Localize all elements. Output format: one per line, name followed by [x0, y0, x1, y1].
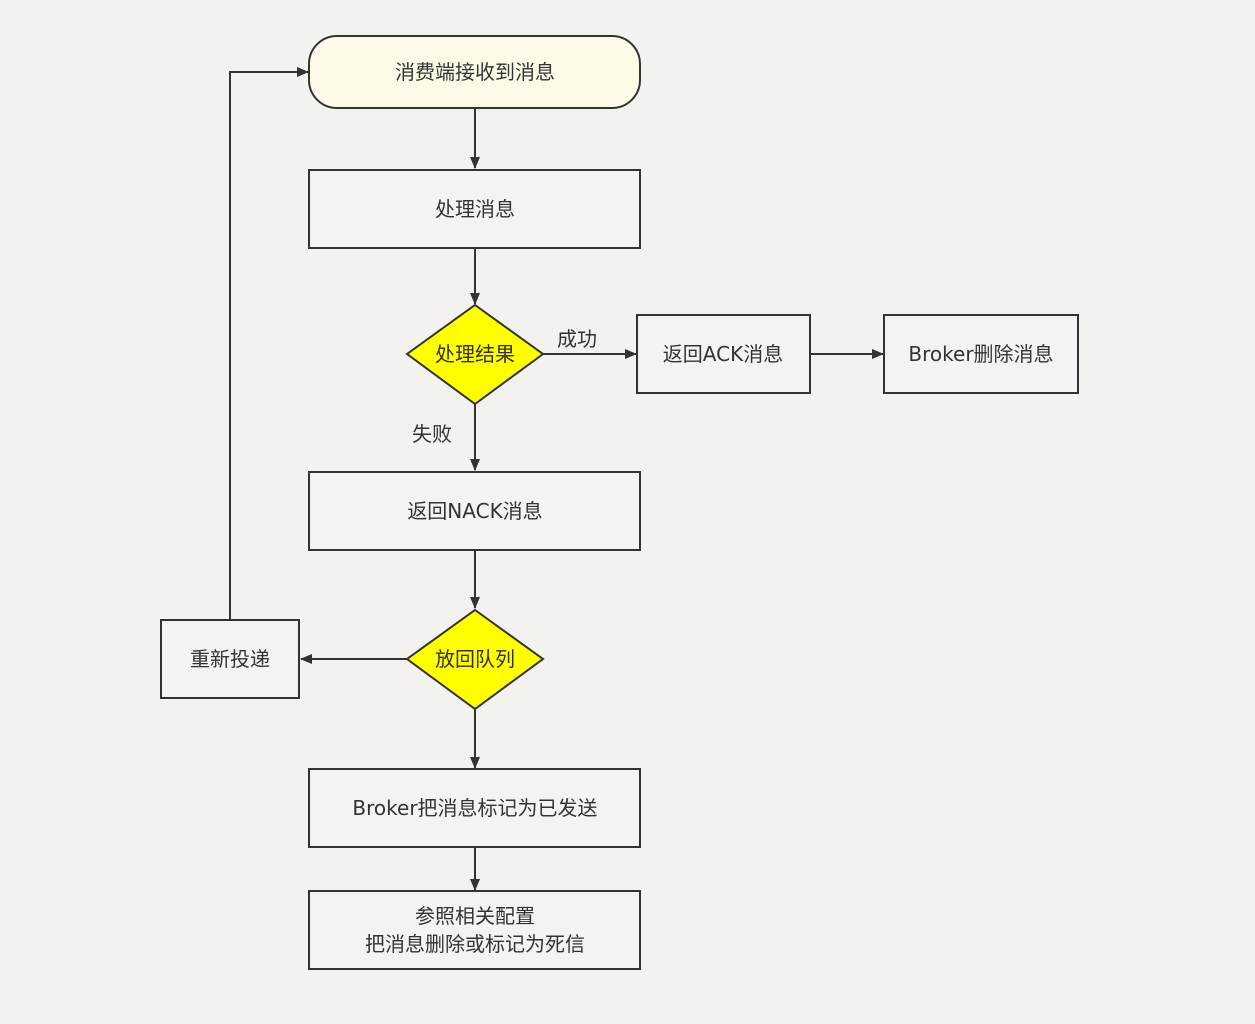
result-decision-label: 处理结果 [435, 342, 515, 366]
result-decision: 处理结果 [405, 303, 545, 406]
return-ack-node-shape [636, 314, 811, 394]
return-ack-node: 返回ACK消息 [636, 314, 811, 394]
redeliver-node-shape [160, 619, 300, 699]
return-ack-node-label: 返回ACK消息 [663, 342, 783, 366]
return-nack-node-label: 返回NACK消息 [407, 499, 542, 523]
dead-letter-node: 参照相关配置 把消息删除或标记为死信 [308, 890, 641, 970]
mark-sent-node-shape [308, 768, 641, 848]
edge-redeliver-to-start [229, 67, 309, 620]
start-node-label: 消费端接收到消息 [395, 60, 555, 84]
broker-delete-node-shape [883, 314, 1079, 394]
start-node-shape [308, 35, 641, 109]
edges [229, 67, 884, 891]
requeue-decision: 放回队列 [405, 608, 545, 711]
edge-label-failure: 失败 [412, 422, 452, 446]
return-nack-node: 返回NACK消息 [308, 471, 641, 551]
result-decision-shape [405, 303, 545, 406]
dead-letter-node-label-line1: 参照相关配置 [415, 904, 535, 928]
return-nack-node-shape [308, 471, 641, 551]
requeue-decision-label: 放回队列 [435, 647, 515, 671]
redeliver-node: 重新投递 [160, 619, 300, 699]
dead-letter-node-label-line2: 把消息删除或标记为死信 [365, 932, 585, 956]
process-node-shape [308, 169, 641, 249]
mark-sent-node-label: Broker把消息标记为已发送 [352, 796, 597, 820]
process-node-label: 处理消息 [435, 197, 515, 221]
requeue-decision-shape [405, 608, 545, 711]
broker-delete-node: Broker删除消息 [883, 314, 1079, 394]
mark-sent-node: Broker把消息标记为已发送 [308, 768, 641, 848]
process-node: 处理消息 [308, 169, 641, 249]
dead-letter-node-shape [308, 890, 641, 970]
redeliver-node-label: 重新投递 [190, 647, 270, 671]
start-node: 消费端接收到消息 [308, 35, 641, 109]
broker-delete-node-label: Broker删除消息 [908, 342, 1053, 366]
edge-label-success: 成功 [557, 327, 597, 351]
